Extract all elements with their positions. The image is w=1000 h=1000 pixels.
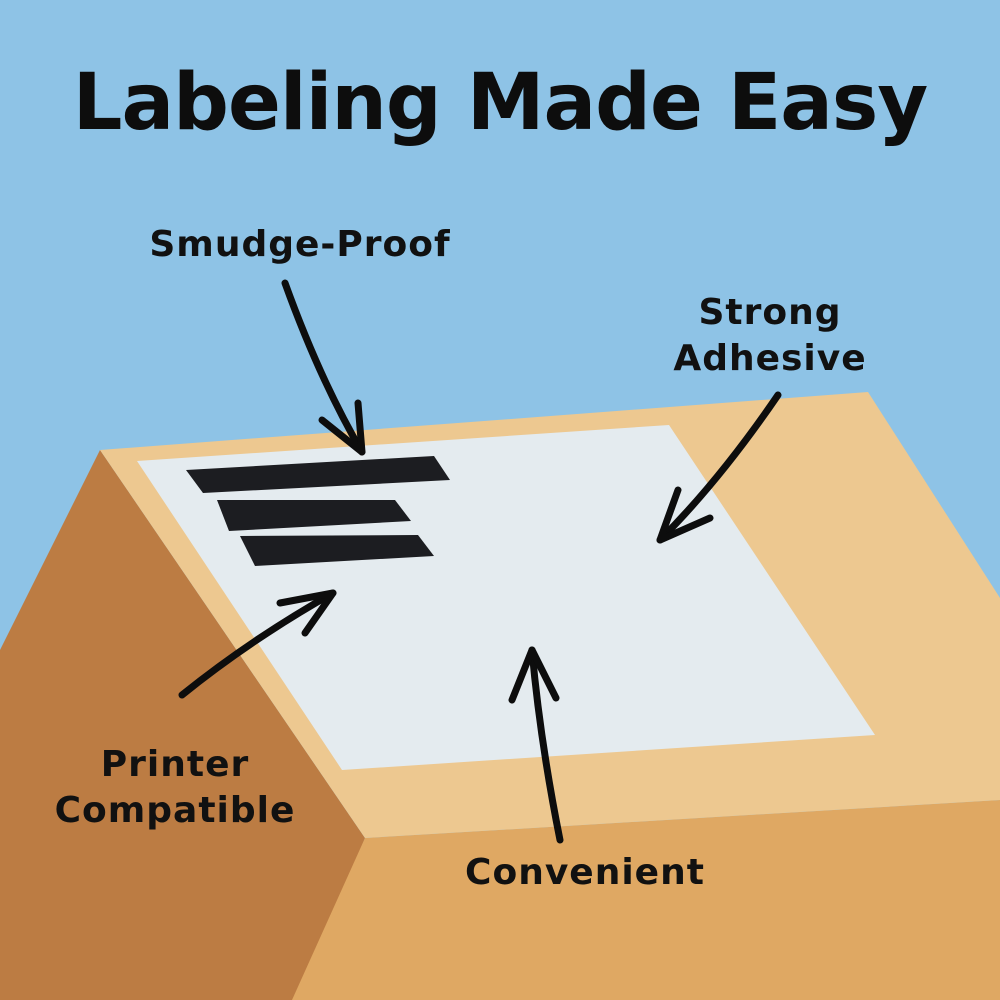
arrow-printer-compatible-head: [276, 589, 337, 637]
callout-smudge-proof-text: Smudge-Proof: [149, 224, 451, 265]
callout-strong-adhesive-line2: Adhesive: [673, 338, 867, 379]
callout-printer-compatible: Printer Compatible: [30, 742, 320, 834]
box-left-face: [0, 450, 365, 1000]
callout-strong-adhesive-line1: Strong: [698, 292, 842, 333]
callout-convenient-text: Convenient: [465, 852, 705, 893]
arrow-convenient-head: [508, 646, 560, 704]
callout-printer-compatible-line1: Printer: [100, 744, 250, 785]
callout-strong-adhesive: Strong Adhesive: [650, 290, 890, 382]
callout-printer-compatible-line2: Compatible: [54, 790, 296, 831]
label-line-1: [186, 456, 450, 493]
page-title: Labeling Made Easy: [72, 58, 928, 148]
label-line-2: [217, 500, 411, 531]
arrow-strong-adhesive: [656, 391, 782, 544]
label-line-3: [240, 535, 434, 566]
callout-convenient: Convenient: [440, 850, 730, 896]
box-front-face: [292, 800, 1000, 1000]
arrow-strong-adhesive-head: [656, 486, 714, 544]
arrow-printer-compatible: [178, 589, 337, 699]
callout-smudge-proof: Smudge-Proof: [130, 222, 470, 268]
arrow-convenient: [528, 646, 564, 844]
arrow-smudge-proof-head: [318, 399, 366, 456]
arrow-smudge-proof: [281, 279, 366, 456]
